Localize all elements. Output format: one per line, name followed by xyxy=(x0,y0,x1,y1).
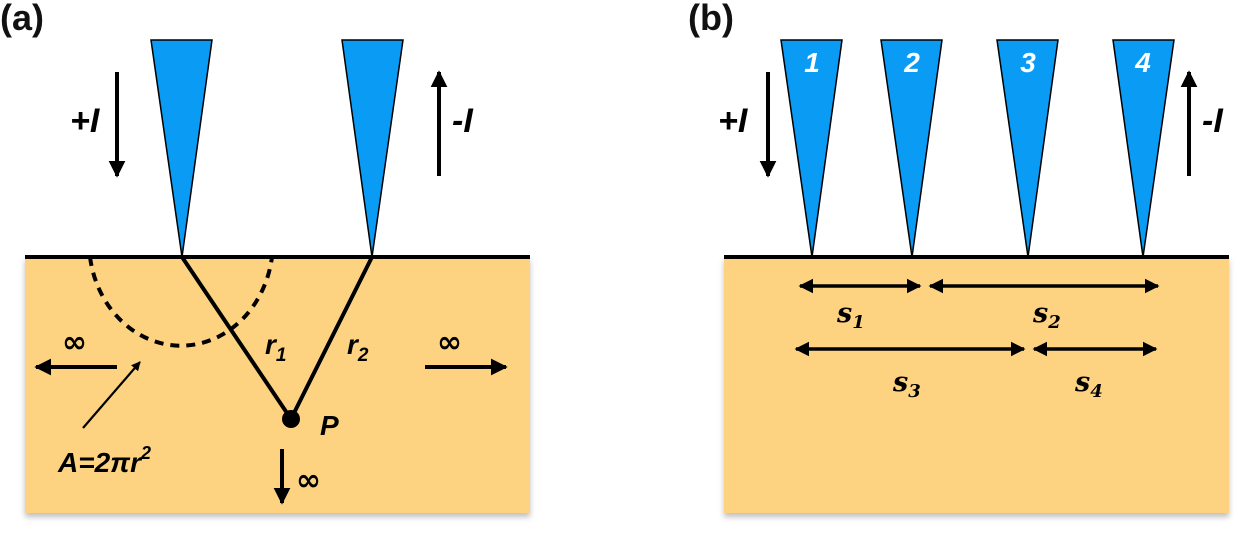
panel-a-r1-label: r1 xyxy=(265,329,286,366)
panel-b-substrate xyxy=(724,257,1229,513)
probe-2-label: 2 xyxy=(903,47,920,78)
panel-b-s2-label: s2 xyxy=(1032,298,1061,333)
panel-b-probe-4: 4 xyxy=(1112,39,1175,258)
panel-a-p-label: P xyxy=(320,410,339,441)
panel-a-current-out-label: -I xyxy=(452,102,474,140)
panel-a-current-in-label: +I xyxy=(70,102,101,140)
panel-b-current-in-label: +I xyxy=(718,102,749,140)
panel-a-probe-left xyxy=(150,39,213,258)
panel-a: (a) +I -I r1 r2 P ∞ ∞ ∞ A=2πr2 xyxy=(0,0,530,513)
panel-a-label: (a) xyxy=(0,0,44,38)
panel-a-inf-left-label: ∞ xyxy=(62,325,87,360)
panel-a-r1-line xyxy=(180,255,293,421)
panel-a-inf-right-label: ∞ xyxy=(437,325,462,360)
panel-a-area-pointer xyxy=(82,361,141,429)
panel-b-s4-label: s4 xyxy=(1074,367,1103,402)
panel-b-s1-label: s1 xyxy=(836,298,865,333)
probe-4-label: 4 xyxy=(1134,47,1151,78)
probe-1-label: 1 xyxy=(804,47,820,78)
panel-a-substrate xyxy=(25,257,530,513)
panel-a-r2-label: r2 xyxy=(347,329,369,366)
probe-3-label: 3 xyxy=(1020,47,1036,78)
panel-a-inf-down-label: ∞ xyxy=(296,463,321,498)
panel-b-s3-label: s3 xyxy=(892,367,921,402)
panel-b-probe-1: 1 xyxy=(780,39,843,258)
panel-b-probe-3: 3 xyxy=(996,39,1059,258)
panel-b-label: (b) xyxy=(688,0,734,38)
panel-a-r2-line xyxy=(289,256,374,420)
panel-a-point-p xyxy=(282,410,300,428)
panel-b-current-out-label: -I xyxy=(1202,102,1224,140)
panel-a-area-label: A=2πr2 xyxy=(57,443,151,478)
panel-a-probe-right xyxy=(341,39,404,258)
panel-b: (b) 1 2 3 4 +I -I s1 s2 s3 xyxy=(688,0,1229,513)
panel-b-probe-2: 2 xyxy=(880,39,943,258)
